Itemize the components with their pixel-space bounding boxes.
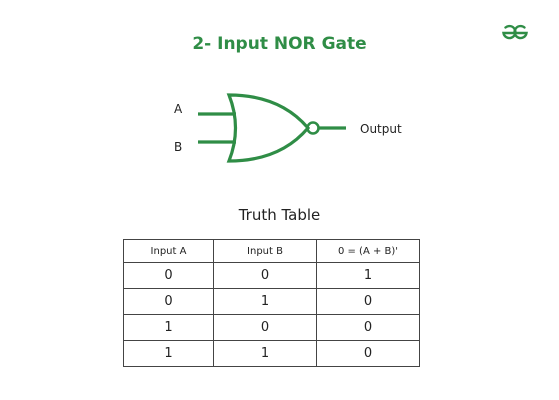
input-a-label: A [174,102,183,116]
truth-table-header-row: Input A Input B 0 = (A + B)' [123,239,420,263]
page-title: 2- Input NOR Gate [192,34,367,54]
table-row: 0 0 1 [123,262,420,289]
header-input-a: Input A [123,239,214,263]
cell-output: 0 [316,288,420,315]
cell-input-b: 0 [213,262,317,289]
cell-output: 1 [316,262,420,289]
cell-input-b: 1 [213,340,317,367]
header-input-b: Input B [213,239,317,263]
table-row: 1 1 0 [123,340,420,367]
cell-input-a: 1 [123,314,214,341]
cell-input-b: 0 [213,314,317,341]
nor-gate-diagram: A B Output [160,86,440,172]
truth-table-title: Truth Table [238,206,321,224]
cell-input-a: 0 [123,262,214,289]
output-label: Output [360,122,402,136]
cell-input-a: 1 [123,340,214,367]
cell-output: 0 [316,314,420,341]
header-output: 0 = (A + B)' [316,239,420,263]
cell-output: 0 [316,340,420,367]
table-row: 0 1 0 [123,288,420,315]
nor-gate-body [226,93,311,163]
geeksforgeeks-logo-icon [498,22,532,44]
input-b-label: B [174,140,182,154]
cell-input-b: 1 [213,288,317,315]
table-row: 1 0 0 [123,314,420,341]
cell-input-a: 0 [123,288,214,315]
truth-table: Input A Input B 0 = (A + B)' 0 0 1 0 1 0… [123,239,420,367]
